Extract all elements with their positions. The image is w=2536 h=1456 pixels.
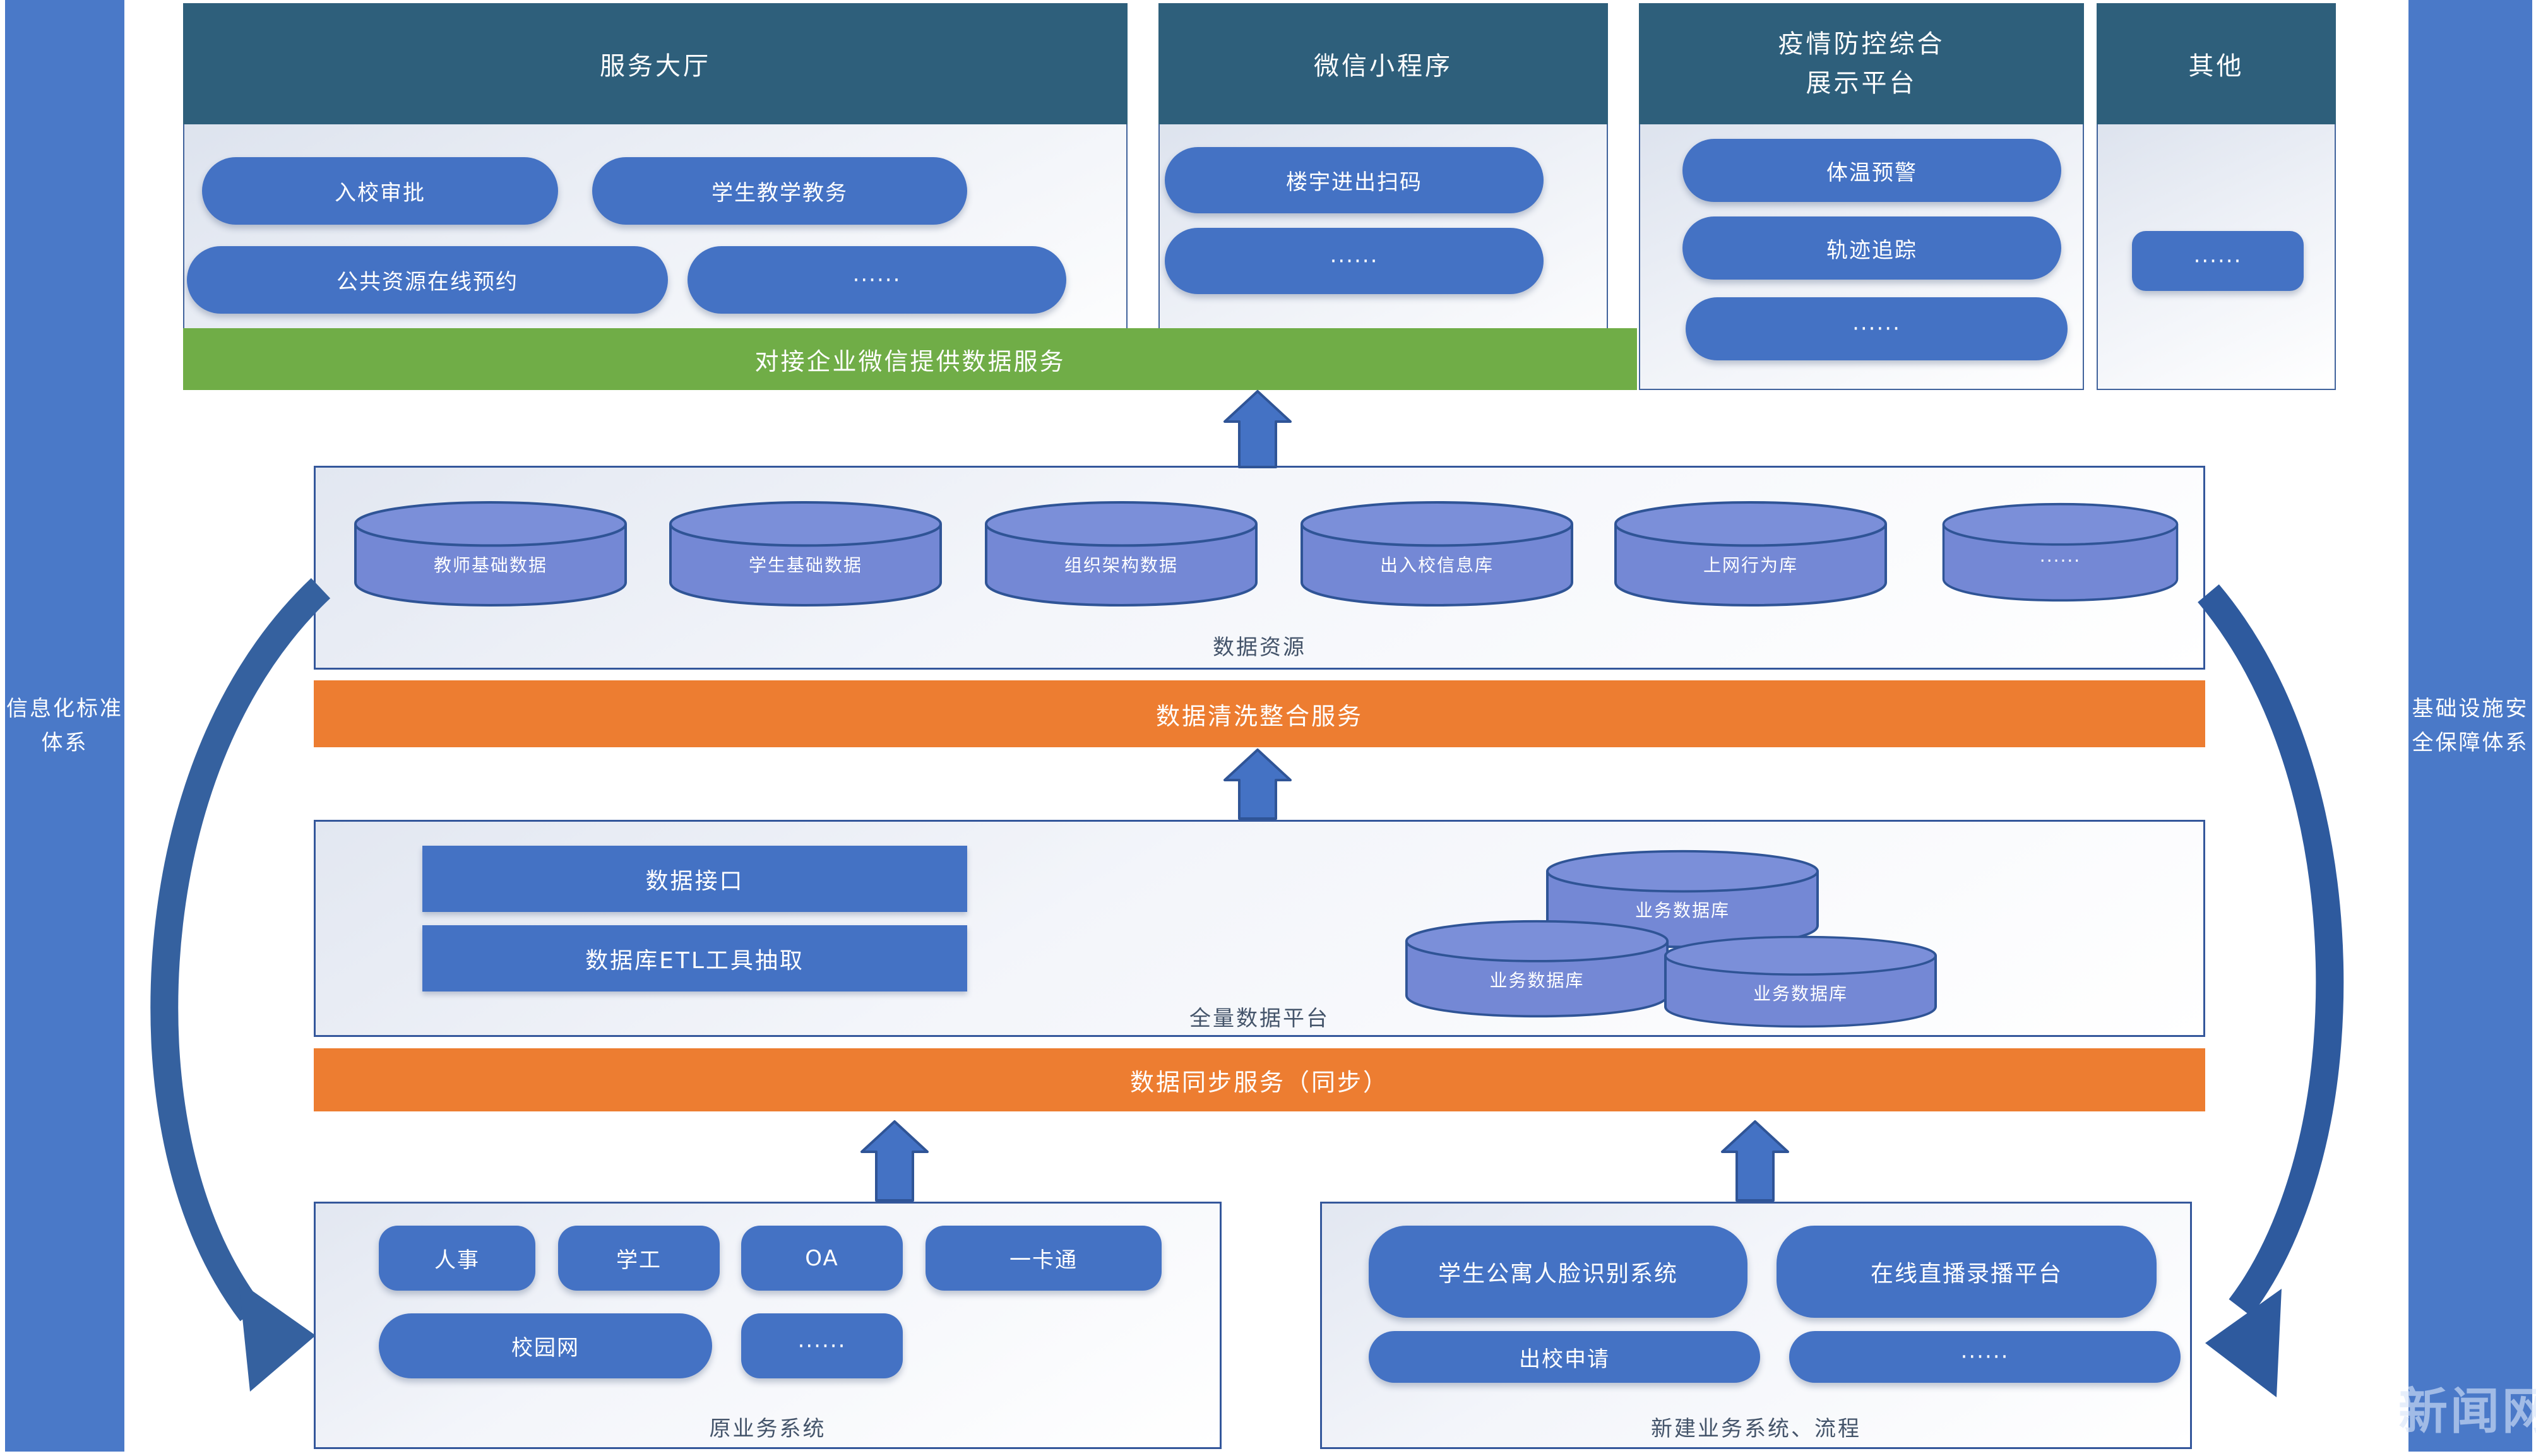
- btn-building-scan-code: 楼宇进出扫码: [1165, 147, 1544, 213]
- btn-miniapp-more: ······: [1165, 228, 1544, 294]
- cylinder-student-base-data: 学生基础数据: [668, 500, 943, 608]
- left-curved-arrowhead-icon: [239, 1281, 316, 1392]
- data-interface-bar: 数据接口: [422, 846, 967, 912]
- wechat-miniapp-header: 微信小程序: [1158, 3, 1608, 124]
- data-resource-box: [314, 466, 2205, 670]
- data-sync-service-bar: 数据同步服务（同步）: [314, 1048, 2205, 1111]
- cylinder-label: 教师基础数据: [433, 555, 547, 576]
- cylinder-campus-access-db: 出入校信息库: [1299, 500, 1575, 608]
- up-arrow-to-cleaning-bar-icon: [1223, 749, 1292, 820]
- cylinder-label: 上网行为库: [1703, 555, 1798, 576]
- data-cleaning-service-bar: 数据清洗整合服务: [314, 680, 2205, 747]
- database-cylinder-icon: [985, 501, 1258, 607]
- btn-leave-campus-apply: 出校申请: [1369, 1331, 1760, 1383]
- up-arrow-to-green-bar-icon: [1223, 390, 1292, 468]
- database-cylinder-icon: [1942, 502, 2179, 602]
- btn-trace-tracking: 轨迹追踪: [1682, 216, 2061, 280]
- btn-new-systems-more: ······: [1789, 1331, 2181, 1383]
- cylinder-business-db-2: 业务数据库: [1404, 919, 1670, 1019]
- enterprise-wechat-data-service-bar: 对接企业微信提供数据服务: [183, 328, 1637, 390]
- btn-other-more: ······: [2132, 231, 2304, 291]
- database-cylinder-icon: [1301, 501, 1573, 607]
- database-cylinder-icon: [1405, 920, 1669, 1018]
- database-cylinder-icon: [354, 501, 627, 607]
- btn-oa-system: OA: [741, 1226, 903, 1291]
- database-cylinder-icon: [1664, 935, 1937, 1028]
- database-cylinder-icon: [669, 501, 942, 607]
- right-curved-arrowhead-icon: [2205, 1289, 2282, 1397]
- left-pillar-line2: 体系: [41, 730, 88, 755]
- btn-dorm-face-recognition: 学生公寓人脸识别系统: [1369, 1226, 1747, 1318]
- btn-legacy-more: ······: [741, 1313, 903, 1378]
- cylinder-label: 业务数据库: [1634, 900, 1730, 921]
- cylinder-label: 出入校信息库: [1379, 555, 1494, 576]
- cylinder-label: 组织架构数据: [1064, 555, 1178, 576]
- cylinder-business-db-3: 业务数据库: [1663, 935, 1938, 1029]
- legacy-systems-label: 原业务系统: [709, 1416, 826, 1441]
- cylinder-label: 业务数据库: [1489, 969, 1585, 991]
- other-header: 其他: [2097, 3, 2336, 124]
- epidemic-header-line2: 展示平台: [1806, 69, 1917, 98]
- etl-extract-bar: 数据库ETL工具抽取: [422, 925, 967, 991]
- cylinder-org-structure-data: 组织架构数据: [984, 500, 1259, 608]
- full-data-platform-label: 全量数据平台: [1189, 1006, 1330, 1031]
- right-curved-arrow-icon: [2198, 584, 2344, 1317]
- cylinder-more-data: ······: [1941, 502, 2179, 603]
- cylinder-label: 业务数据库: [1753, 983, 1848, 1004]
- news-site-watermark: 新闻网: [2398, 1383, 2536, 1441]
- btn-epidemic-more: ······: [1686, 297, 2068, 360]
- btn-student-affairs-system: 学工: [558, 1226, 720, 1291]
- right-pillar-line1: 基础设施安: [2412, 695, 2529, 721]
- btn-hr-system: 人事: [379, 1226, 535, 1291]
- right-pillar-line2: 全保障体系: [2412, 730, 2529, 755]
- left-pillar-line1: 信息化标准: [6, 695, 123, 721]
- up-arrow-from-new-systems-icon: [1721, 1120, 1789, 1202]
- database-cylinder-icon: [1614, 501, 1887, 607]
- up-arrow-from-legacy-icon: [860, 1120, 929, 1202]
- btn-service-hall-more: ······: [688, 246, 1066, 314]
- cylinder-teacher-base-data: 教师基础数据: [353, 500, 628, 608]
- btn-campus-network: 校园网: [379, 1313, 712, 1378]
- epidemic-header-line1: 疫情防控综合: [1778, 30, 1945, 59]
- btn-student-teaching-affairs: 学生教学教务: [592, 157, 967, 225]
- data-resource-label: 数据资源: [1213, 635, 1306, 660]
- cylinder-online-behavior-db: 上网行为库: [1613, 500, 1888, 608]
- btn-temperature-warning: 体温预警: [1682, 139, 2061, 202]
- left-curved-arrow-icon: [150, 578, 331, 1322]
- btn-one-card-system: 一卡通: [926, 1226, 1162, 1291]
- epidemic-platform-header: 疫情防控综合 展示平台: [1639, 3, 2084, 124]
- right-pillar-infrastructure-security-system: 基础设施安 全保障体系 新闻网: [2398, 0, 2536, 1452]
- cylinder-label: ······: [2039, 550, 2081, 571]
- left-pillar-info-standard-system: 信息化标准 体系: [5, 0, 124, 1452]
- btn-live-broadcast-platform: 在线直播录播平台: [1777, 1226, 2157, 1318]
- btn-entry-approval: 入校审批: [202, 157, 558, 225]
- btn-public-resource-booking: 公共资源在线预约: [187, 246, 668, 314]
- service-hall-header: 服务大厅: [183, 3, 1128, 124]
- new-systems-label: 新建业务系统、流程: [1651, 1416, 1861, 1441]
- cylinder-label: 学生基础数据: [748, 555, 862, 576]
